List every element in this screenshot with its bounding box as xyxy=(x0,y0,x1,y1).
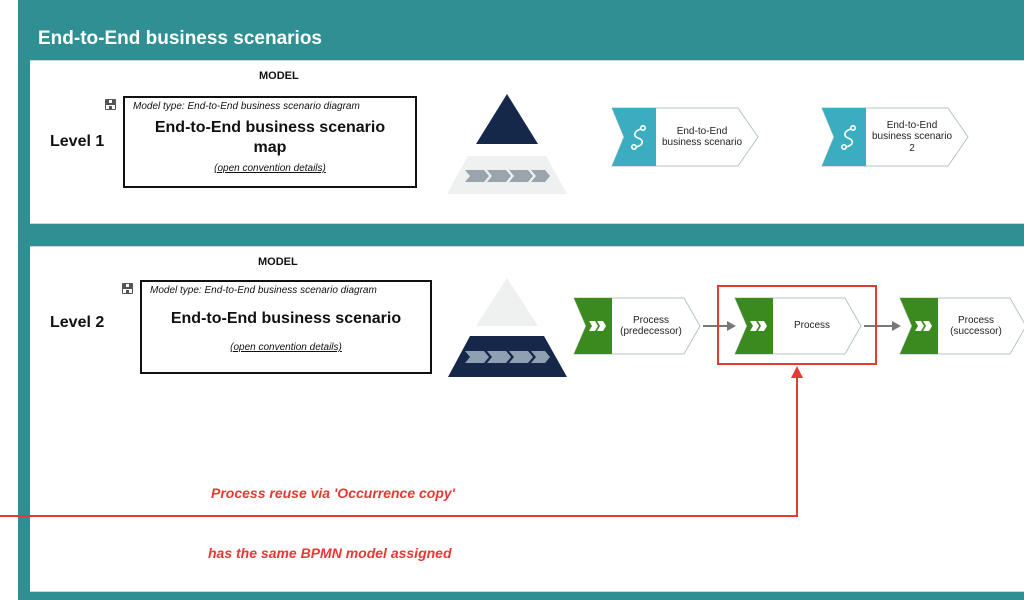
level-1-model-label: MODEL xyxy=(259,70,299,82)
process-icon xyxy=(750,321,767,331)
chevron-arrow-icon xyxy=(487,170,511,182)
process-predecessor[interactable] xyxy=(573,297,701,355)
level-1-model-type: Model type: End-to-End business scenario… xyxy=(133,101,360,112)
scenario-icon xyxy=(840,125,856,151)
chevron-arrow-icon xyxy=(465,351,489,363)
process-successor-label: Process (successor) xyxy=(950,314,1002,338)
connector-arrow-1 xyxy=(703,321,736,331)
scenario-object-1[interactable] xyxy=(611,107,759,167)
chevron-arrow-icon xyxy=(531,170,550,182)
scenario-icon xyxy=(630,125,646,151)
level-2-model-label: MODEL xyxy=(258,256,298,268)
frame-title: End-to-End business scenarios xyxy=(38,28,322,49)
level-1-label: Level 1 xyxy=(50,133,105,150)
pyramid-top-tier xyxy=(476,94,538,144)
process-icon xyxy=(589,321,606,331)
process-current[interactable] xyxy=(734,297,862,355)
scenario-object-2[interactable] xyxy=(821,107,969,167)
level-2-model-type: Model type: End-to-End business scenario… xyxy=(150,285,377,296)
pyramid-top-tier xyxy=(476,278,538,326)
chevron-arrow-icon xyxy=(531,351,550,363)
occurrence-link-arrow xyxy=(0,366,803,517)
level-1-details-link[interactable]: (open convention details) xyxy=(214,163,326,174)
chevron-arrow-icon xyxy=(487,351,511,363)
process-current-label: Process xyxy=(793,320,831,332)
model-icon[interactable] xyxy=(122,283,133,294)
process-successor[interactable] xyxy=(899,297,1024,355)
model-icon[interactable] xyxy=(105,99,116,110)
reuse-annotation: Process reuse via 'Occurrence copy' xyxy=(211,485,456,501)
connector-arrow-2 xyxy=(864,321,901,331)
level-2-model-name: End-to-End business scenario xyxy=(170,310,402,327)
level-2-model-box[interactable]: Model type: End-to-End business scenario… xyxy=(140,280,432,374)
process-icon xyxy=(915,321,932,331)
scenario-object-1-label: End-to-End business scenario xyxy=(661,125,743,149)
chevron-arrow-icon xyxy=(465,170,489,182)
chevron-arrow-icon xyxy=(509,170,533,182)
process-predecessor-label: Process (predecessor) xyxy=(620,314,682,338)
highlight-box xyxy=(717,285,877,365)
level-2-label: Level 2 xyxy=(50,314,105,331)
level-2-details-link[interactable]: (open convention details) xyxy=(230,342,342,353)
level-1-model-box[interactable]: Model type: End-to-End business scenario… xyxy=(123,96,417,188)
scenario-object-2-label: End-to-End business scenario 2 xyxy=(871,119,953,154)
level-1-model-name: End-to-End business scenario map xyxy=(154,119,386,156)
same-model-annotation: has the same BPMN model assigned xyxy=(208,545,452,561)
chevron-arrow-icon xyxy=(509,351,533,363)
